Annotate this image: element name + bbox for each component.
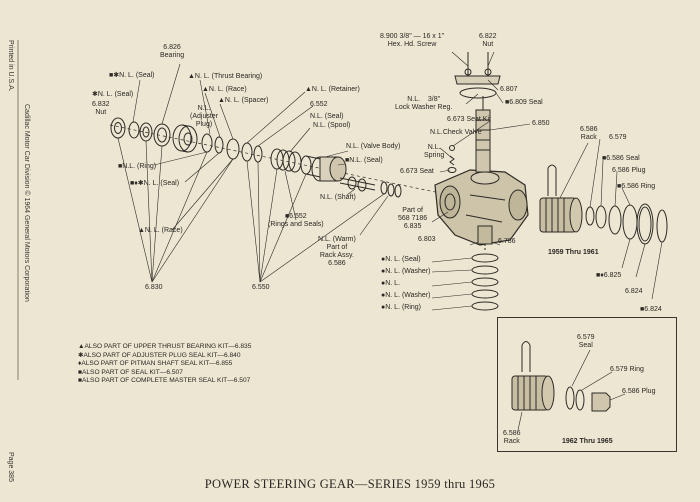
inset-frame [497,317,677,452]
label-retainer: ▲N. L. (Retainer) [305,86,360,93]
label-seal-6809: ■6.809 Seal [505,99,543,106]
label-rack-6586: 6.586 Rack [580,126,598,141]
label-ring-left: ■N.L. (Ring) [118,163,157,170]
label-6550: 6.550 [252,284,270,291]
label-hex-screw: 8.900 3/8" — 16 x 1" Hex. Hd. Screw [380,33,445,48]
legend-line: ■ALSO PART OF COMPLETE MASTER SEAL KIT—6… [78,377,251,385]
label-adjuster-plug: N.L. (Adjuster Plug) [190,105,219,128]
label-spring: N.L. Spring [424,144,445,159]
label-6824a: 6.824 [625,288,643,295]
label-nl-seal-mid: N.L. (Seal) [310,113,344,120]
label-thrust-bearing: ▲N. L. (Thrust Bearing) [188,73,263,80]
label-inset-rack: 6.586 Rack [503,430,521,445]
label-inset-plug: 6.586 Plug [622,388,656,395]
label-6786: 6.786 [498,238,516,245]
label-washer-b1: ●N. L. (Washer) [381,268,431,275]
legend-line: ♦ALSO PART OF PITMAN SHAFT SEAL KIT—6.85… [78,360,233,368]
legend-line: ■ALSO PART OF SEAL KIT—6.507 [78,368,183,376]
label-6824b: ■6.824 [640,306,662,313]
label-1962-thru-1965: 1962 Thru 1965 [562,438,613,445]
label-inset-ring: 6.579 Ring [610,366,644,373]
adjuster-plug [172,124,198,153]
pitman-shaft [475,96,491,173]
label-seal-top: ■✱N. L. (Seal) [109,72,155,79]
label-shaft: N.L. (Shaft) [320,194,356,201]
kit-legend: ▲ALSO PART OF UPPER THRUST BEARING KIT—6… [78,343,251,386]
label-rings-seals: ■6.552 (Rings and Seals) [268,213,324,228]
label-spacer: ▲N. L. (Spacer) [218,97,269,104]
label-1959-thru-1961: 1959 Thru 1961 [548,249,599,256]
label-inset-seal: 6.579 Seal [577,334,595,349]
label-seal-b: ●N. L. (Seal) [381,256,421,263]
label-nut-6822: 6.822 Nut [479,33,497,48]
gear-housing [434,169,529,246]
bottom-washers [471,244,499,311]
label-plug-6586: 6.586 Plug [612,167,646,174]
label-6825: ■♦6.825 [596,272,622,279]
legend-line: ▲ALSO PART OF UPPER THRUST BEARING KIT—6… [78,343,252,350]
label-6552-top: 6.552 [310,101,328,108]
label-race-bottom: ▲N. L. (Race) [138,227,183,234]
page-title: POWER STEERING GEAR—SERIES 1959 thru 196… [204,477,496,491]
label-seat-6673: 6.673 Seat [400,168,434,175]
label-ring-b: ●N. L. (Ring) [381,304,422,311]
label-6807: 6.807 [500,86,518,93]
label-seat-kit: 6.673 Seat Kit [447,116,491,123]
label-valve-body: N.L. (Valve Body) [346,143,401,150]
copyright-line: Cadillac Motor Car Division © 1964 Gener… [23,104,30,302]
shaft [339,176,376,192]
label-6830: 6.830 [145,284,163,291]
label-nl-spool: N.L. (Spool) [313,122,351,129]
label-seal-left: ✱N. L. (Seal) [92,91,134,98]
label-washer-b2: ●N. L. (Washer) [381,292,431,299]
label-check-valve: N.L.Check Valve [430,129,482,136]
rack-1959 [539,164,583,233]
cover-plate [454,52,501,99]
label-6803: 6.803 [418,236,436,243]
label-6850: 6.850 [532,120,550,127]
legend-line: ✱ALSO PART OF ADJUSTER PLUG SEAL KIT—6.8… [78,351,241,359]
valve-body [311,156,347,182]
label-part-of: Part of 568 7186 6.835 [398,207,428,230]
label-nl-b: ●N. L. [381,280,401,287]
label-seal-left2: ■♦✱N. L. (Seal) [130,180,180,187]
label-race-top: ▲N. L. (Race) [202,86,247,93]
label-seal-6586: ■6.586 Seal [602,155,640,162]
label-worm: N.L. (Warm) Part of Rack Assy. 6.586 [318,236,356,267]
label-ring-6586: ■6.586 Ring [617,183,656,190]
printed-in-usa: Printed in U.S.A. [7,40,14,92]
label-6579: 6.579 [609,134,627,141]
label-seal-right: ■N.L. (Seal) [345,157,383,164]
inset-1962 [511,341,626,431]
label-lock-washer: N.L. 3/8" Lock Washer Reg. [395,96,453,111]
